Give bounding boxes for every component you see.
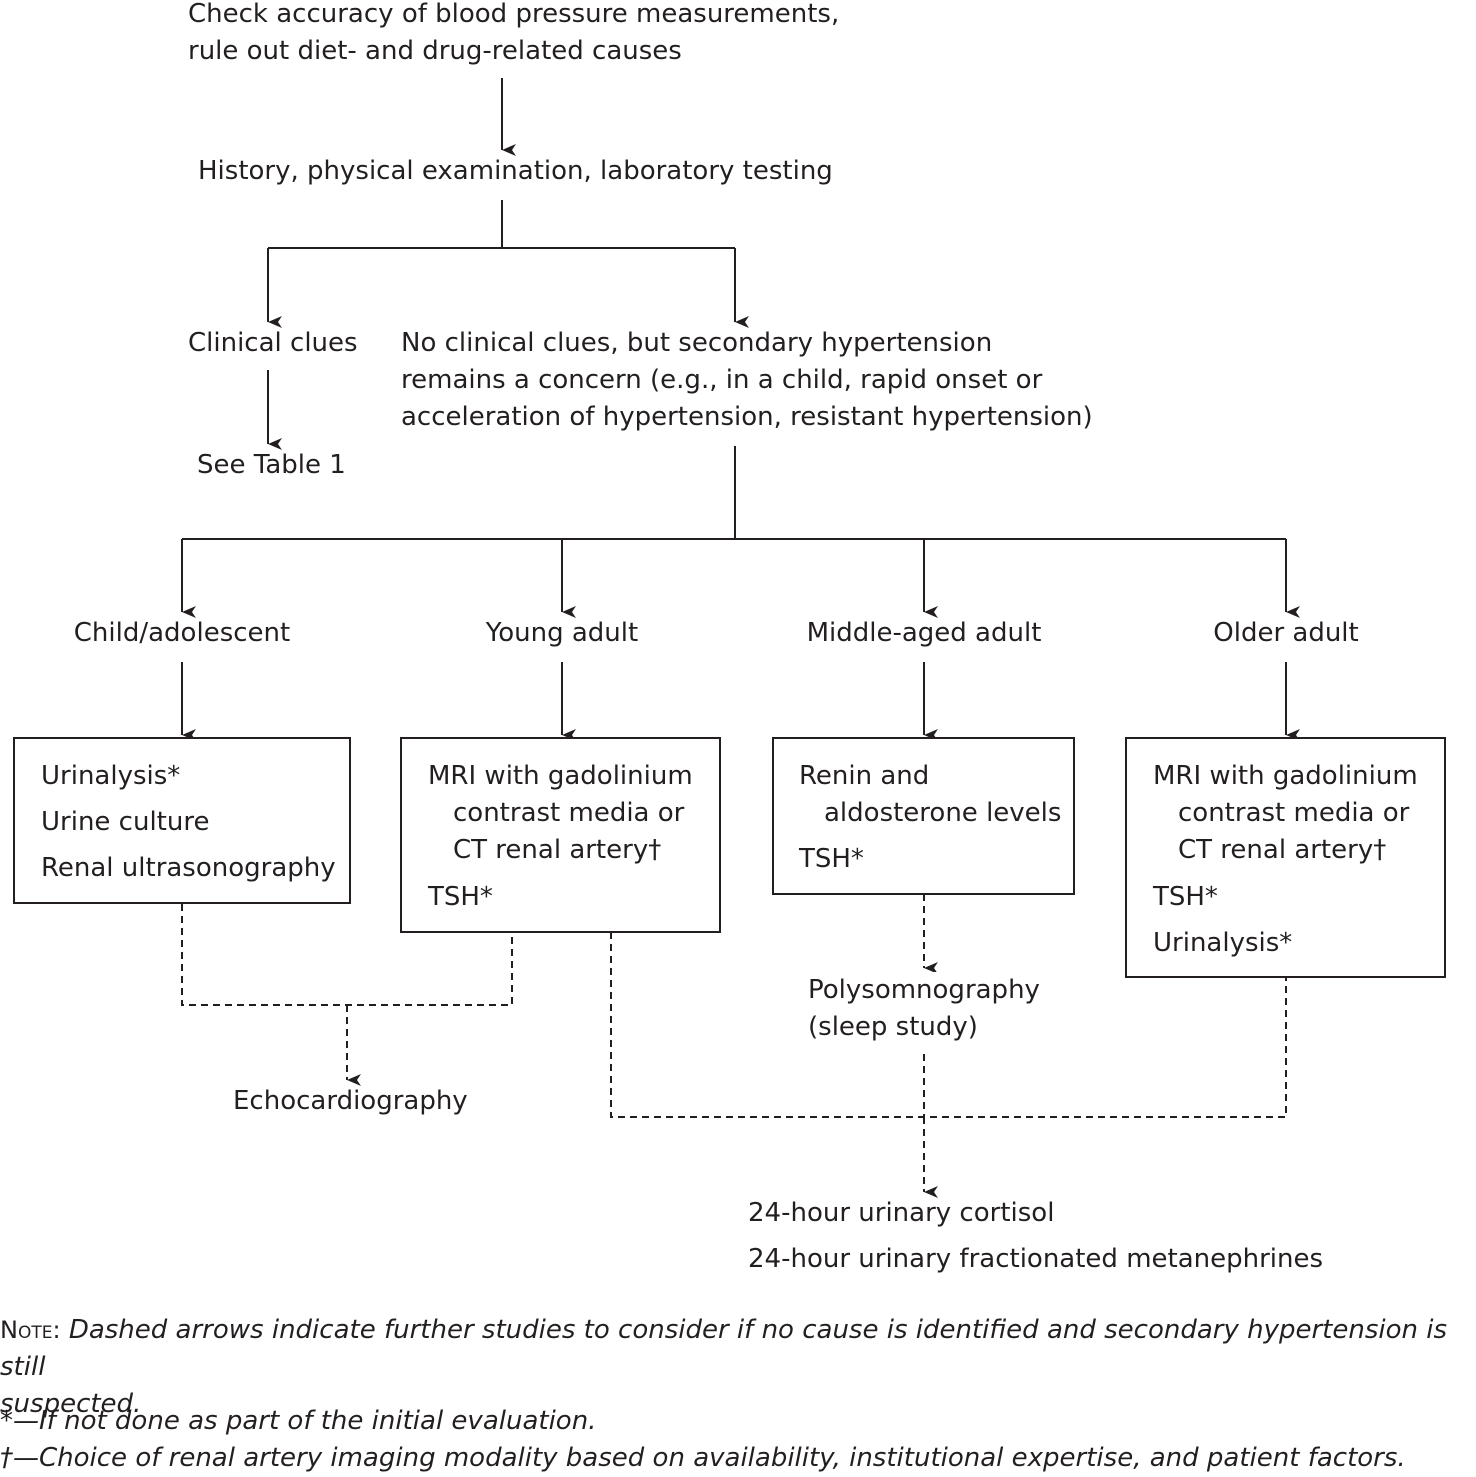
polysomnography-node: Polysomnography (sleep study) xyxy=(808,972,1044,1046)
no-clues-line-2: remains a concern (e.g., in a child, rap… xyxy=(401,365,1043,395)
clinical-clues-node: Clinical clues xyxy=(188,328,358,358)
young-test-4: TSH* xyxy=(428,882,493,912)
middle-test-3: TSH* xyxy=(799,844,864,874)
poly-line-1: Polysomnography xyxy=(808,975,1040,1005)
start-line-1: Check accuracy of blood pressure measure… xyxy=(188,0,840,29)
child-test-2: Urine culture xyxy=(41,807,210,837)
poly-line-2: (sleep study) xyxy=(808,1012,978,1042)
note-label: Note: xyxy=(0,1316,61,1344)
older-test-3: CT renal artery† xyxy=(1178,835,1387,865)
note-text-2: suspected. xyxy=(0,1389,142,1419)
group-child: Child/adolescent xyxy=(73,618,291,648)
young-test-3: CT renal artery† xyxy=(453,835,662,865)
no-clues-line-3: acceleration of hypertension, resistant … xyxy=(401,402,1093,432)
footnote-asterisk: *—If not done as part of the initial eva… xyxy=(0,1403,596,1440)
footnote-dagger-text: †—Choice of renal artery imaging modalit… xyxy=(0,1443,1406,1473)
box-child-tests: Urinalysis* Urine culture Renal ultrason… xyxy=(13,737,351,904)
history-node: History, physical examination, laborator… xyxy=(198,156,833,186)
no-clues-line-1: No clinical clues, but secondary hyperte… xyxy=(401,328,993,358)
urine-node: 24-hour urinary cortisol 24-hour urinary… xyxy=(748,1195,1323,1278)
box-older-tests: MRI with gadolinium contrast media or CT… xyxy=(1125,737,1446,978)
group-older: Older adult xyxy=(1213,618,1359,648)
middle-test-1: Renin and xyxy=(799,761,930,791)
box-young-tests: MRI with gadolinium contrast media or CT… xyxy=(400,737,721,933)
young-test-1: MRI with gadolinium xyxy=(428,761,693,791)
footnote-dagger: †—Choice of renal artery imaging modalit… xyxy=(0,1440,1406,1477)
older-test-1: MRI with gadolinium xyxy=(1153,761,1418,791)
box-middle-tests: Renin and aldosterone levels TSH* xyxy=(772,737,1075,895)
footnote-asterisk-text: *—If not done as part of the initial eva… xyxy=(0,1406,597,1436)
note-dashed-arrows: Note: Dashed arrows indicate further stu… xyxy=(0,1312,1476,1423)
child-test-1: Urinalysis* xyxy=(41,761,181,791)
child-test-3: Renal ultrasonography xyxy=(41,853,336,883)
group-middle: Middle-aged adult xyxy=(806,618,1042,648)
echo-node: Echocardiography xyxy=(233,1086,468,1116)
older-test-2: contrast media or xyxy=(1178,798,1410,828)
middle-test-2: aldosterone levels xyxy=(824,798,1062,828)
start-line-2: rule out diet- and drug-related causes xyxy=(188,36,682,66)
urine-line-2: 24-hour urinary fractionated metanephrin… xyxy=(748,1244,1324,1274)
older-test-4: TSH* xyxy=(1153,882,1218,912)
start-node: Check accuracy of blood pressure measure… xyxy=(188,0,839,70)
see-table-node: See Table 1 xyxy=(197,450,346,480)
note-text: Dashed arrows indicate further studies t… xyxy=(0,1315,1448,1382)
group-young: Young adult xyxy=(485,618,639,648)
no-clues-node: No clinical clues, but secondary hyperte… xyxy=(401,325,1093,436)
young-test-2: contrast media or xyxy=(453,798,685,828)
older-test-5: Urinalysis* xyxy=(1153,928,1293,958)
dashed-young-older-to-urine xyxy=(610,932,1287,1118)
urine-line-1: 24-hour urinary cortisol xyxy=(748,1198,1055,1228)
